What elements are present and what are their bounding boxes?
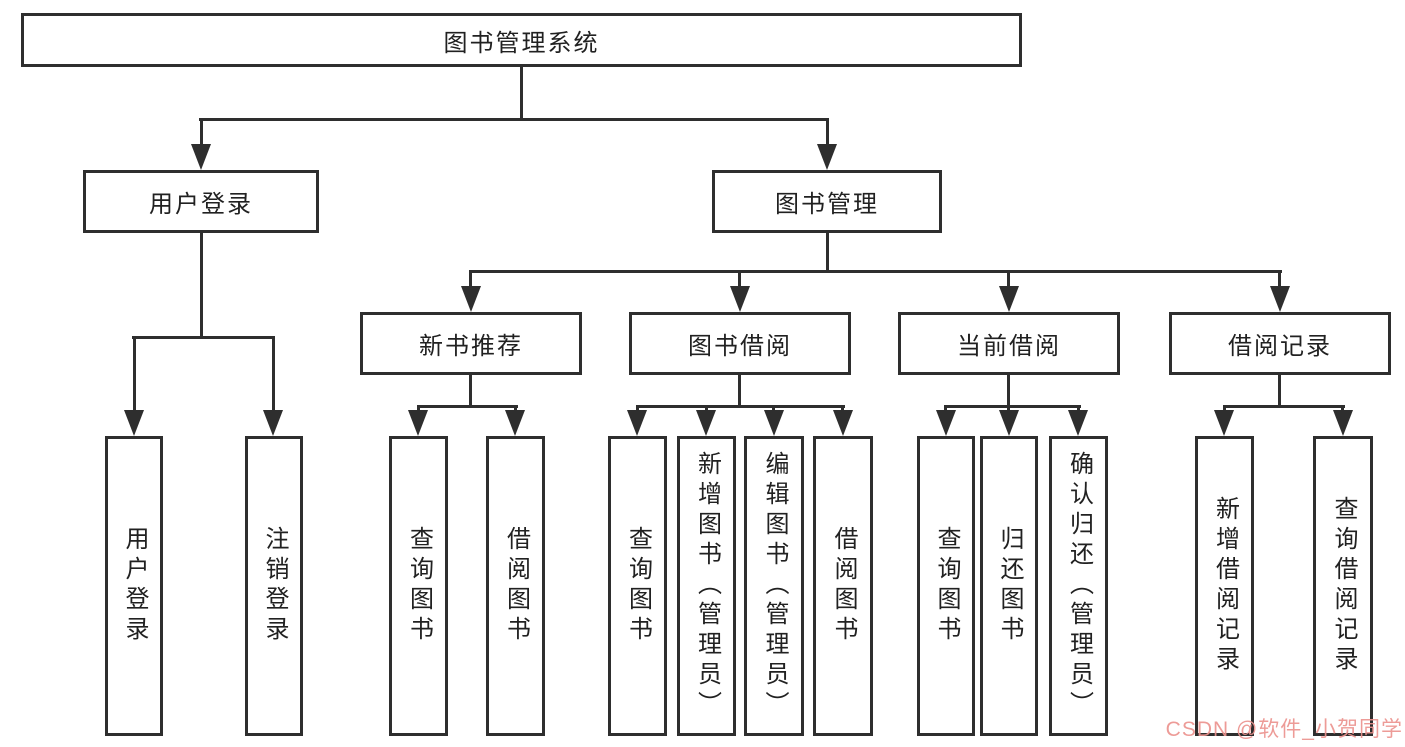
edge-book-borrow-stub: [738, 375, 741, 405]
node-book-mgmt-label: 图书管理: [775, 191, 879, 218]
edge-borrow-records-rail: [1223, 405, 1345, 408]
edge-br-query-shaft: [1341, 405, 1344, 413]
edge-bb-borrow-arrow-icon: [833, 410, 853, 436]
node-leaf-user-login: 用户登录: [105, 436, 163, 736]
edge-new-books-arrow-icon: [461, 286, 481, 312]
edge-user-login-rail: [132, 336, 275, 339]
edge-current-borrow-rail: [944, 405, 1081, 408]
node-borrow-records: 借阅记录: [1169, 312, 1391, 375]
edge-book-mgmt-shaft: [826, 118, 829, 146]
node-leaf-cb-confirm: 确认归还（管理员）: [1049, 436, 1108, 736]
csdn-watermark-text: CSDN @软件_小贺同学: [1165, 718, 1403, 741]
csdn-watermark: CSDN @软件_小贺同学: [1166, 713, 1403, 743]
edge-cb-confirm-arrow-icon: [1068, 410, 1088, 436]
node-current-borrow: 当前借阅: [898, 312, 1120, 375]
edge-v-logout-shaft: [272, 336, 275, 412]
node-user-login-label: 用户登录: [149, 191, 253, 218]
edge-br-add-shaft: [1223, 405, 1226, 413]
edge-v-logout-arrow-icon: [263, 410, 283, 436]
node-leaf-bb-add: 新增图书（管理员）: [677, 436, 736, 736]
edge-current-borrow-stub: [1007, 375, 1010, 405]
node-root-label: 图书管理系统: [443, 29, 600, 57]
edge-v-user-login-shaft: [133, 336, 136, 412]
edge-bb-query-shaft: [636, 405, 639, 413]
node-leaf-nb-borrow: 借阅图书: [486, 436, 545, 736]
edge-bb-add-shaft: [705, 405, 708, 413]
edge-v-user-login-arrow-icon: [124, 410, 144, 436]
edge-new-books-stub: [469, 375, 472, 405]
edge-book-mgmt-stub: [826, 233, 829, 270]
edge-current-borrow-arrow-icon: [999, 286, 1019, 312]
edge-cb-query-arrow-icon: [936, 410, 956, 436]
edge-bb-add-arrow-icon: [696, 410, 716, 436]
edge-book-borrow-arrow-icon: [730, 286, 750, 312]
edge-nb-query-shaft: [417, 405, 420, 413]
node-leaf-bb-edit: 编辑图书（管理员）: [744, 436, 804, 736]
edge-cb-return-arrow-icon: [999, 410, 1019, 436]
edge-user-login-shaft: [200, 118, 203, 146]
node-current-borrow-label: 当前借阅: [957, 333, 1061, 360]
node-leaf-nb-query-label: 查询图书: [405, 526, 433, 646]
edge-nb-query-arrow-icon: [408, 410, 428, 436]
edge-book-borrow-shaft: [738, 270, 741, 288]
edge-bb-edit-shaft: [772, 405, 775, 413]
edge-cb-return-shaft: [1007, 405, 1010, 413]
edge-book-borrow-rail: [636, 405, 845, 408]
node-leaf-bb-borrow-label: 借阅图书: [830, 526, 857, 646]
node-leaf-nb-borrow-label: 借阅图书: [502, 526, 530, 646]
edge-bb-edit-arrow-icon: [764, 410, 784, 436]
edge-new-books-rail: [417, 405, 518, 408]
node-leaf-bb-query: 查询图书: [608, 436, 667, 736]
node-book-mgmt: 图书管理: [712, 170, 942, 233]
edge-borrow-records-stub: [1278, 375, 1281, 405]
node-new-books-label: 新书推荐: [419, 333, 523, 360]
edge-nb-borrow-arrow-icon: [505, 410, 525, 436]
node-leaf-bb-borrow: 借阅图书: [813, 436, 873, 736]
node-borrow-records-label: 借阅记录: [1228, 333, 1332, 360]
edge-level3-rail: [469, 270, 1282, 273]
node-leaf-bb-add-label: 新增图书（管理员）: [693, 451, 721, 721]
edge-bb-borrow-shaft: [841, 405, 844, 413]
node-leaf-br-query-label: 查询借阅记录: [1330, 496, 1357, 676]
edge-bb-query-arrow-icon: [627, 410, 647, 436]
edge-cb-query-shaft: [944, 405, 947, 413]
node-leaf-cb-return: 归还图书: [980, 436, 1038, 736]
edge-br-query-arrow-icon: [1333, 410, 1353, 436]
node-leaf-logout-label: 注销登录: [261, 526, 288, 646]
edge-book-mgmt-arrow-icon: [817, 144, 837, 170]
edge-level2-rail: [199, 118, 829, 121]
node-book-borrow-label: 图书借阅: [688, 333, 792, 360]
node-leaf-user-login-label: 用户登录: [121, 526, 148, 646]
node-leaf-cb-return-label: 归还图书: [996, 526, 1023, 646]
node-root: 图书管理系统: [21, 13, 1022, 67]
node-leaf-logout: 注销登录: [245, 436, 303, 736]
node-user-login: 用户登录: [83, 170, 319, 233]
edge-br-add-arrow-icon: [1214, 410, 1234, 436]
edge-new-books-shaft: [469, 270, 472, 288]
edge-root-stub: [520, 67, 523, 118]
node-leaf-cb-query: 查询图书: [917, 436, 975, 736]
node-leaf-cb-query-label: 查询图书: [933, 526, 960, 646]
node-leaf-br-add: 新增借阅记录: [1195, 436, 1254, 736]
edge-borrow-records-arrow-icon: [1270, 286, 1290, 312]
edge-current-borrow-shaft: [1007, 270, 1010, 288]
node-leaf-br-query: 查询借阅记录: [1313, 436, 1373, 736]
node-leaf-br-add-label: 新增借阅记录: [1211, 496, 1239, 676]
node-leaf-bb-edit-label: 编辑图书（管理员）: [761, 451, 788, 721]
edge-cb-confirm-shaft: [1077, 405, 1080, 413]
edge-user-login-stub: [200, 233, 203, 336]
edge-borrow-records-shaft: [1278, 270, 1281, 288]
node-leaf-cb-confirm-label: 确认归还（管理员）: [1065, 451, 1093, 721]
node-new-books: 新书推荐: [360, 312, 582, 375]
node-leaf-bb-query-label: 查询图书: [624, 526, 652, 646]
edge-nb-borrow-shaft: [514, 405, 517, 413]
node-leaf-nb-query: 查询图书: [389, 436, 448, 736]
edge-user-login-arrow-icon: [191, 144, 211, 170]
node-book-borrow: 图书借阅: [629, 312, 851, 375]
